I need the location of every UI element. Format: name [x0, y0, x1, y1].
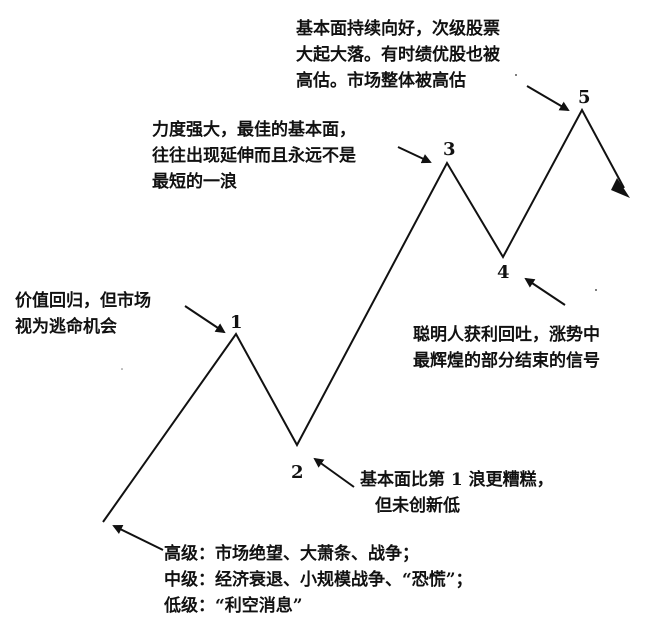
- note-wave5: 基本面持续向好，次级股票 大起大落。有时绩优股也被 高估。市场整体被高估: [296, 19, 500, 91]
- scan-speck: [121, 368, 123, 370]
- arrow-wave3: [397, 146, 432, 164]
- scan-speck: [595, 289, 597, 291]
- note-wave3: 力度强大，最佳的基本面， 往往出现延伸而且永远不是 最短的一浪: [152, 120, 356, 192]
- arrow-wave2: [313, 457, 355, 488]
- arrow-wave5: [526, 85, 570, 112]
- wave-label-1: 1: [230, 312, 243, 333]
- note-wave2: 基本面比第 1 浪更糟糕， 但未创新低: [360, 470, 554, 516]
- scan-speck: [515, 74, 517, 76]
- note-start: 高级：市场绝望、大萧条、战争； 中级：经济衰退、小规模战争、“恐慌”； 低级：“…: [164, 544, 473, 616]
- note-wave1: 价值回归，但市场 视为逃命机会: [15, 291, 151, 337]
- wave-end-arrowhead: [611, 178, 630, 198]
- arrow-wave1: [184, 305, 226, 334]
- wave-label-3: 3: [443, 139, 456, 160]
- note-wave4: 聪明人获利回吐，涨势中 最辉煌的部分结束的信号: [413, 325, 600, 371]
- arrow-start: [112, 525, 164, 551]
- wave-label-2: 2: [291, 462, 304, 483]
- wave-label-5: 5: [578, 87, 591, 108]
- wave-line: [102, 107, 625, 523]
- wave-label-4: 4: [497, 262, 510, 283]
- arrow-wave4: [524, 277, 566, 306]
